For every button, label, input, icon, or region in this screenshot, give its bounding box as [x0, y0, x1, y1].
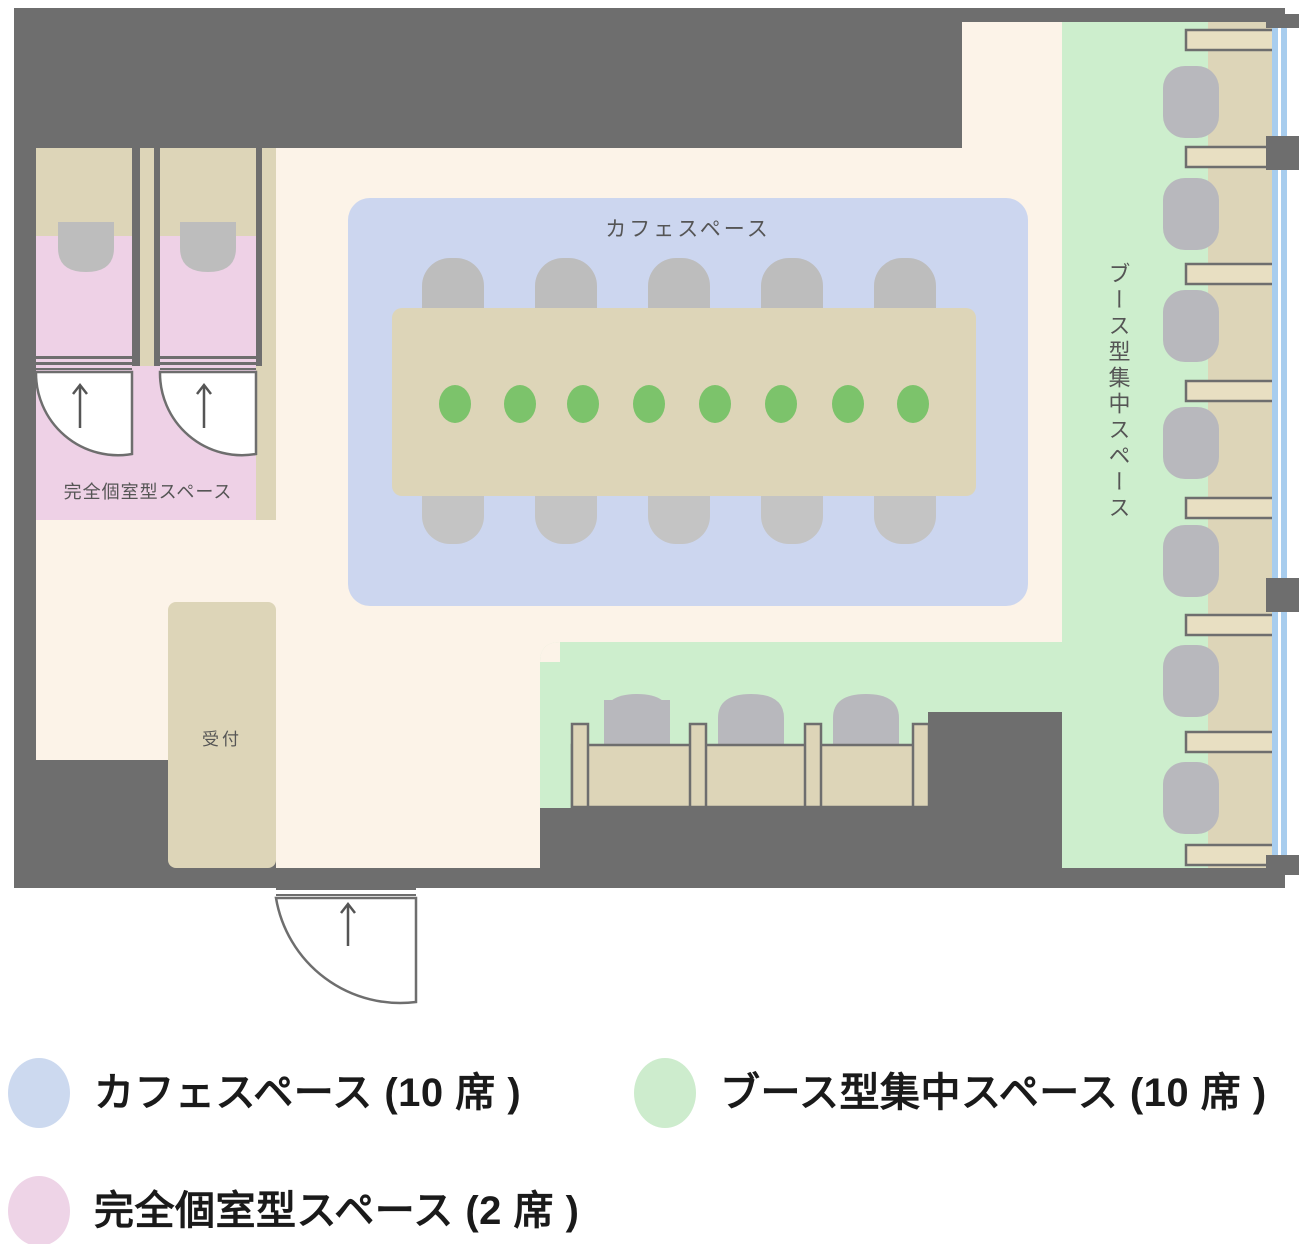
- door-swing-arrow-3: [340, 901, 356, 946]
- reception-counter: [168, 602, 276, 868]
- cafe-table: [392, 308, 976, 496]
- cafe-zone-label: カフェスペース: [605, 218, 770, 241]
- window-mullions: [1266, 14, 1299, 875]
- booth-left-edge: [1062, 22, 1066, 868]
- legend-label-booth: ブース型集中スペース (10 席 ): [720, 1071, 1267, 1115]
- door-swing-arrow-1: [72, 382, 88, 428]
- bottom-booth-desks: [570, 743, 930, 809]
- legend-swatch-cafe: [8, 1058, 70, 1128]
- private-room-1-door[interactable]: [34, 370, 134, 457]
- private-room-1: [36, 148, 160, 366]
- private-room-2-door[interactable]: [158, 370, 258, 457]
- bottom-booth-chairs: [604, 694, 899, 748]
- booth-zone-label: ブース型集中スペース: [1106, 262, 1131, 522]
- door-swing-arrow-2: [196, 382, 212, 428]
- legend-swatch-private: [8, 1176, 70, 1244]
- legend-label-private: 完全個室型スペース (2 席 ): [94, 1189, 580, 1233]
- reception-label: 受付: [202, 730, 242, 749]
- bottom-booth-dividers: [570, 722, 931, 809]
- private-room-2: [160, 148, 276, 366]
- legend-item-cafe: カフェスペース (10 席 ): [8, 1058, 521, 1128]
- legend-item-private: 完全個室型スペース (2 席 ): [8, 1176, 579, 1244]
- bottom-wall-mass: [540, 712, 1062, 868]
- main-entrance-door[interactable]: [274, 896, 418, 1005]
- main-entrance-threshold: [276, 880, 416, 896]
- booth-wall-chairs: [1163, 66, 1219, 834]
- legend: カフェスペース (10 席 ) ブース型集中スペース (10 席 ) 完全個室型…: [0, 1040, 1299, 1244]
- right-glass-wall: [1272, 22, 1287, 868]
- private-zone-label: 完全個室型スペース: [64, 482, 233, 502]
- cafe-table-plants: [439, 385, 929, 423]
- legend-item-booth: ブース型集中スペース (10 席 ): [634, 1058, 1267, 1128]
- legend-label-cafe: カフェスペース (10 席 ): [94, 1071, 522, 1115]
- floorplan-diagram: カフェスペース: [14, 8, 1299, 1005]
- private-room-door-thresholds: [36, 356, 256, 370]
- legend-swatch-booth: [634, 1058, 696, 1128]
